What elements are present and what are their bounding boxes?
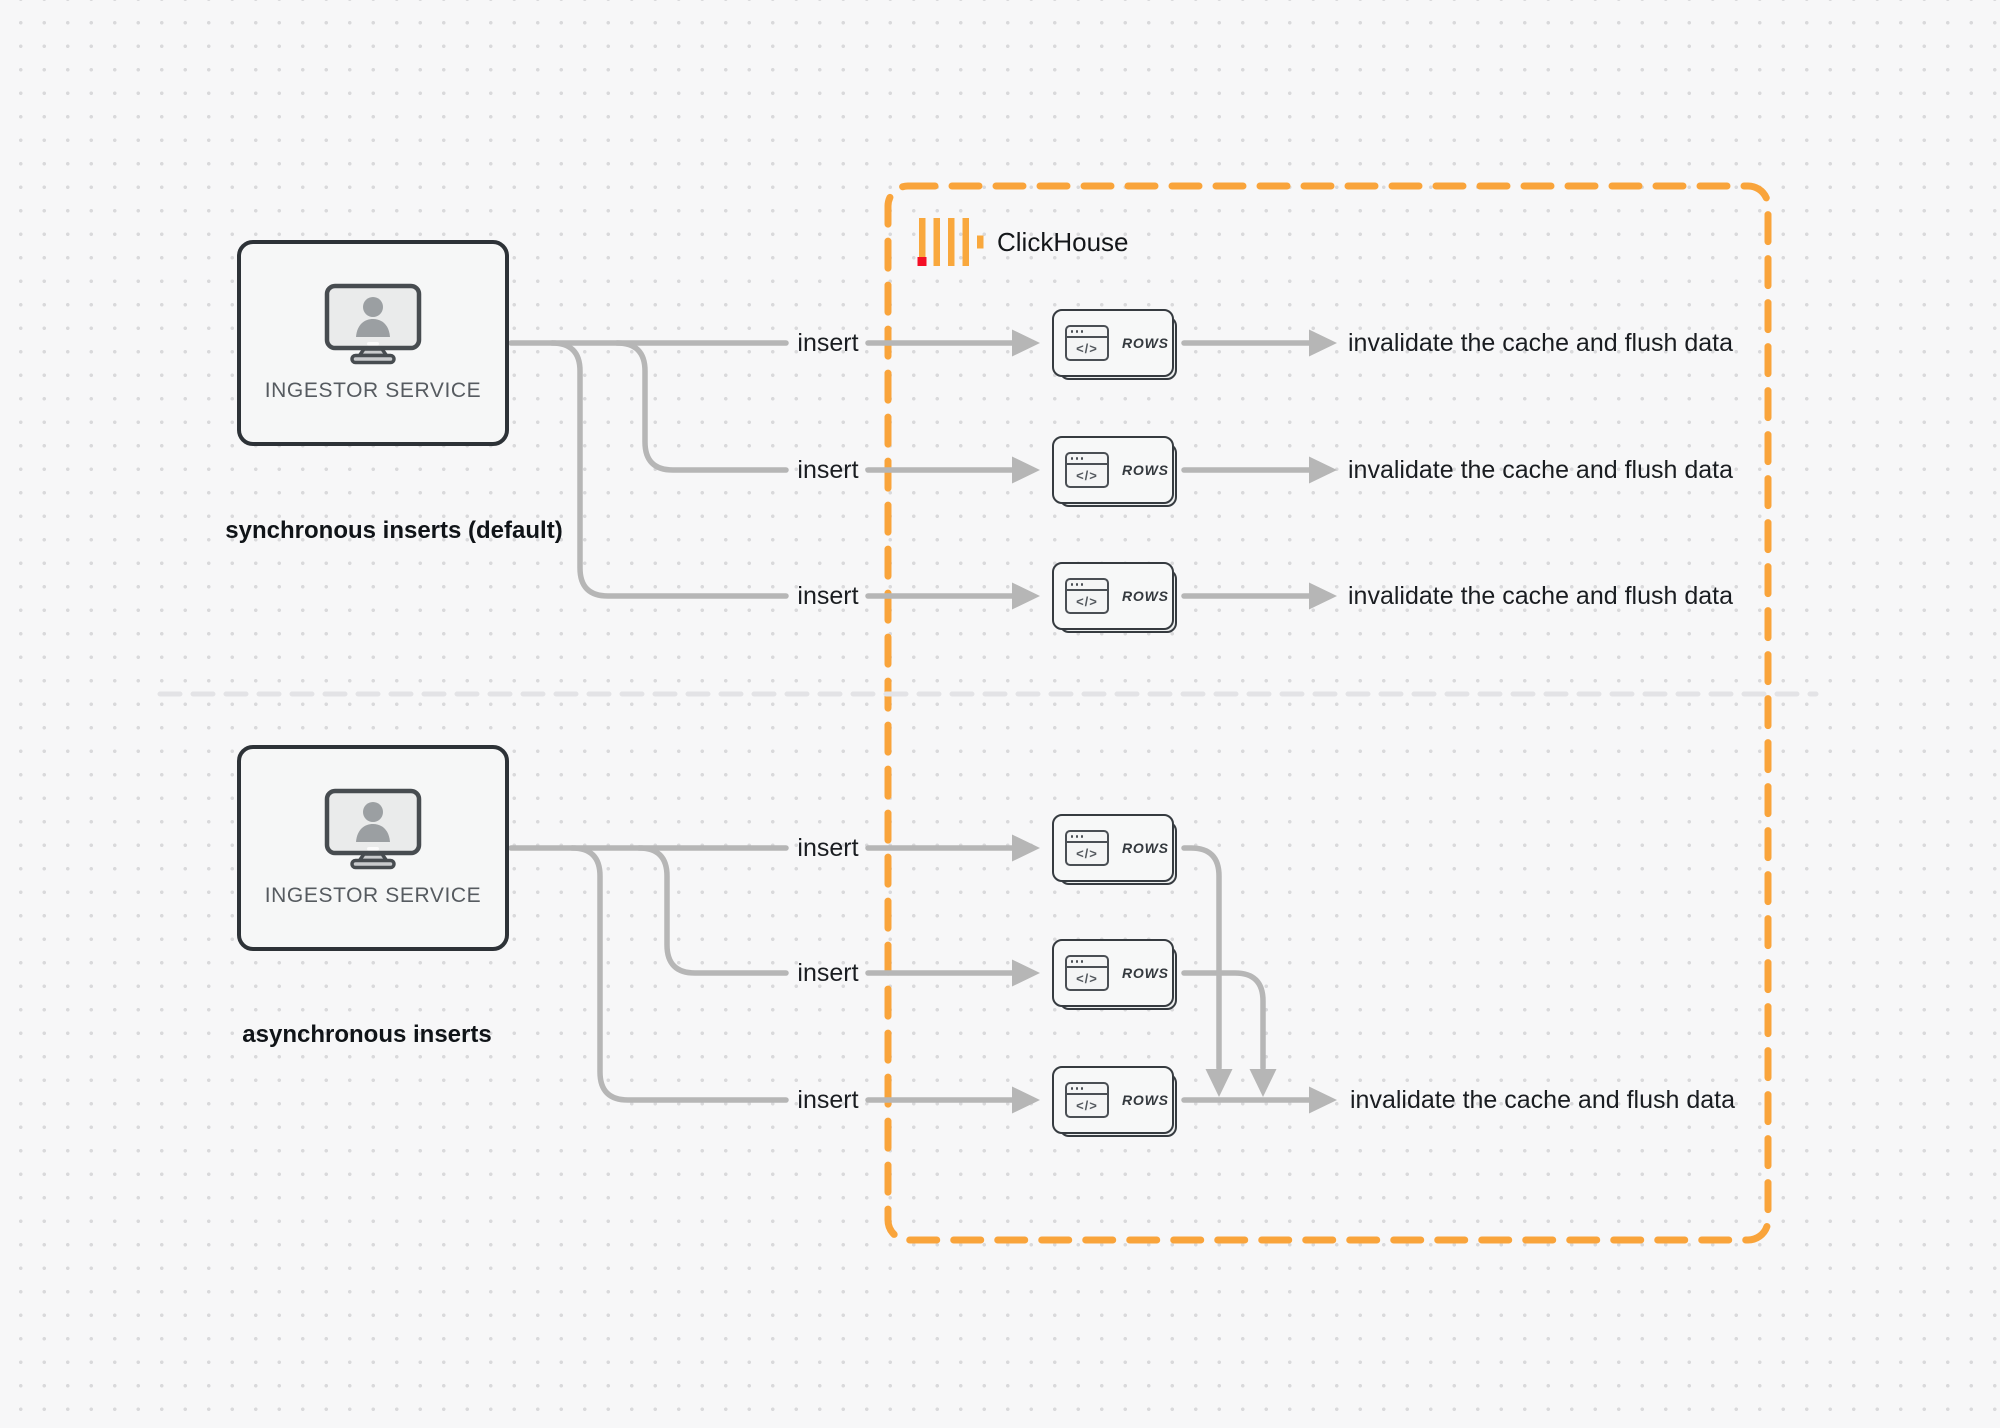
window-dots [1067,832,1107,843]
service-label: INGESTOR SERVICE [264,884,482,907]
arrowheads [1012,329,1337,1114]
monitor-user-icon [324,788,422,870]
rows-label: ROWS [1122,965,1169,981]
code-window-icon: </> [1065,325,1109,361]
code-glyph: </> [1076,1098,1098,1113]
code-window-icon: </> [1065,955,1109,991]
clickhouse-boundary-box [884,182,1772,1244]
code-glyph: </> [1076,468,1098,483]
logo-red-accent [917,257,927,266]
arrow-down-icon [1249,1069,1277,1097]
code-glyph: </> [1076,846,1098,861]
rows-label: ROWS [1122,462,1169,478]
insert-label: insert [797,582,859,610]
arrow-right-icon [1012,582,1040,610]
arrow-down-icon [1205,1069,1233,1097]
code-glyph: </> [1076,971,1098,986]
arrow-right-icon [1309,456,1337,484]
clickhouse-brand: ClickHouse [916,218,1129,266]
arrow-right-icon [1012,329,1040,357]
rows-label: ROWS [1122,840,1169,856]
window-dots [1067,454,1107,465]
rows-card: </> ROWS [1052,436,1177,507]
code-window-icon: </> [1065,830,1109,866]
arrow-right-icon [1012,834,1040,862]
arrow-right-icon [1309,1086,1337,1114]
code-glyph: </> [1076,341,1098,356]
insert-label: insert [797,834,859,862]
window-dots [1067,1084,1107,1095]
code-window-icon: </> [1065,1082,1109,1118]
arrow-right-icon [1012,1086,1040,1114]
rows-label: ROWS [1122,1092,1169,1108]
insert-label: insert [797,456,859,484]
window-dots [1067,580,1107,591]
code-window-icon: </> [1065,578,1109,614]
result-label: invalidate the cache and flush data [1348,329,1733,357]
ingestor-service-box-async: INGESTOR SERVICE [237,745,509,951]
arrow-right-icon [1309,582,1337,610]
monitor-user-icon [324,283,422,365]
arrow-right-icon [1012,959,1040,987]
rows-label: ROWS [1122,335,1169,351]
result-label: invalidate the cache and flush data [1348,456,1733,484]
rows-card: </> ROWS [1052,309,1177,380]
caption-synchronous-inserts: synchronous inserts (default) [225,517,563,544]
arrow-right-icon [1309,329,1337,357]
result-label: invalidate the cache and flush data [1350,1086,1735,1114]
code-glyph: </> [1076,594,1098,609]
rows-card: </> ROWS [1052,1066,1177,1137]
insert-label: insert [797,329,859,357]
window-dots [1067,957,1107,968]
clickhouse-brand-name: ClickHouse [997,226,1129,257]
rows-card: </> ROWS [1052,939,1177,1010]
arrow-right-icon [1012,456,1040,484]
ingestor-service-box-sync: INGESTOR SERVICE [237,240,509,446]
rows-label: ROWS [1122,588,1169,604]
insert-label: insert [797,1086,859,1114]
rows-card: </> ROWS [1052,562,1177,633]
flow-connectors [508,340,1313,1103]
window-dots [1067,327,1107,338]
rows-card: </> ROWS [1052,814,1177,885]
insert-label: insert [797,959,859,987]
clickhouse-bars-logo [917,218,984,266]
code-window-icon: </> [1065,452,1109,488]
result-label: invalidate the cache and flush data [1348,582,1733,610]
service-label: INGESTOR SERVICE [264,379,482,402]
caption-asynchronous-inserts: asynchronous inserts [242,1021,492,1048]
